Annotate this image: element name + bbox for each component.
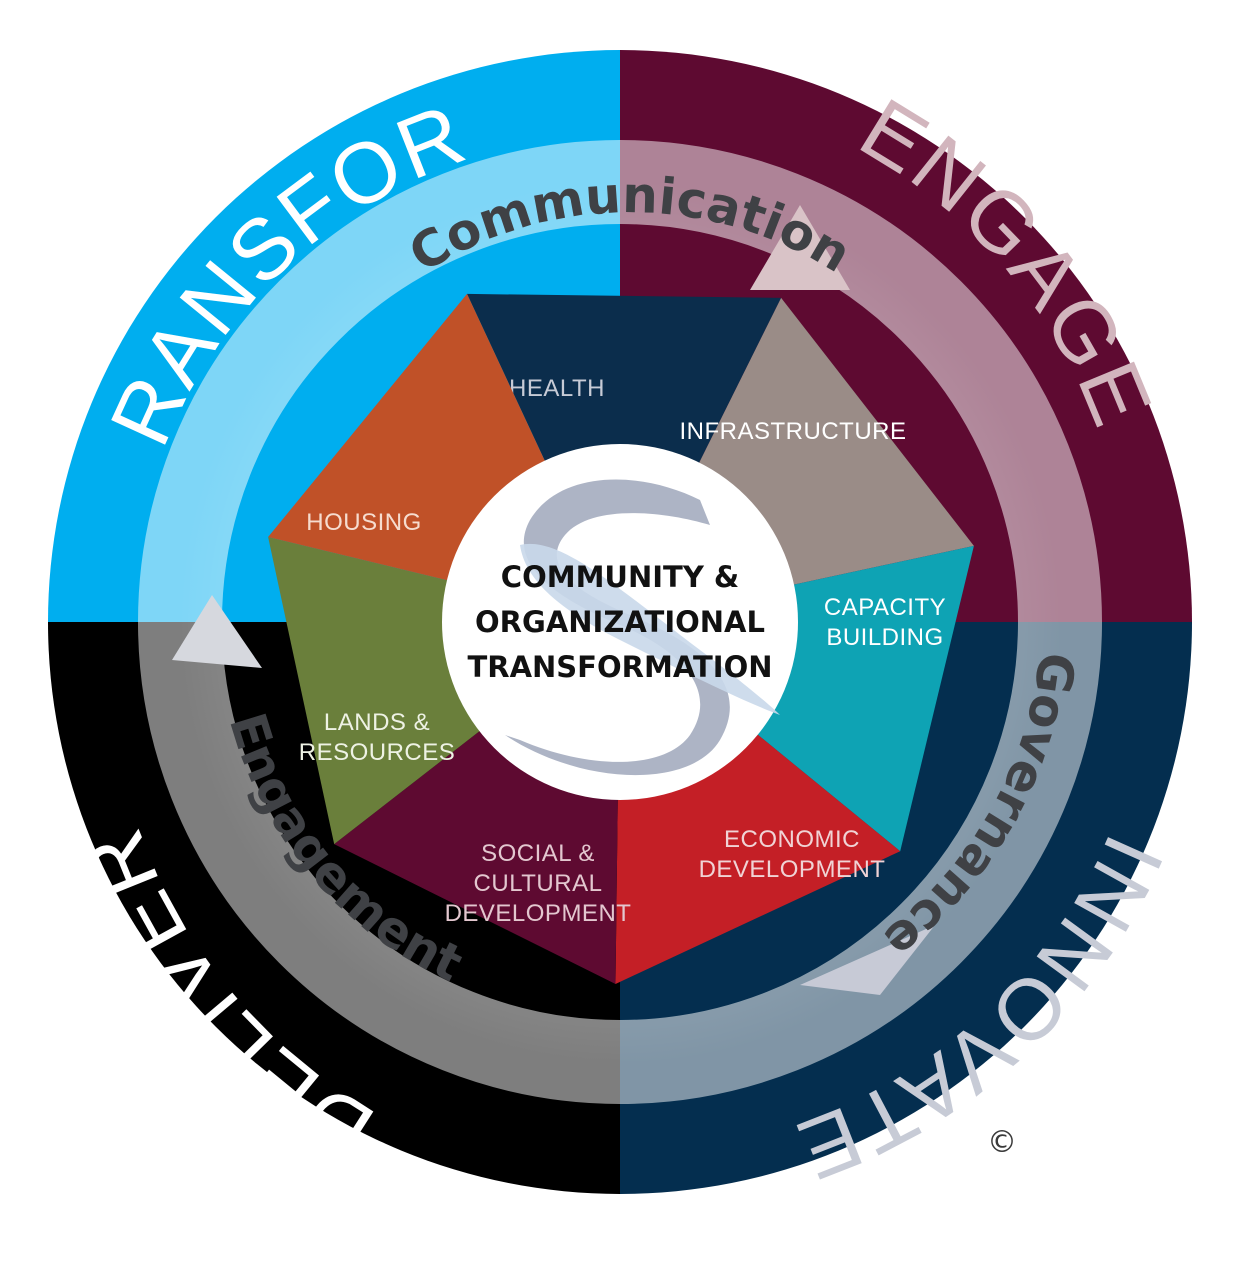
s-logo [505,479,730,776]
center-title-line-3: TRANSFORMATION [467,650,772,684]
copyright-mark: © [987,1125,1017,1160]
center-title-line-1: COMMUNITY & [501,560,739,594]
sector-label-social-3: DEVELOPMENT [445,900,632,927]
sector-label-social-1: SOCIAL & [481,840,595,867]
sector-label-lands-2: RESOURCES [299,739,456,766]
arrow-head-communication [750,205,850,290]
feather-icon [520,543,780,715]
sector-label-capacity-2: BUILDING [826,624,943,651]
sector-label-social-2: CULTURAL [474,870,603,897]
ring-band [138,140,1102,1104]
sector-label-lands-1: LANDS & [324,709,430,736]
sector-label-economic-1: ECONOMIC [724,826,860,853]
center-title-line-2: ORGANIZATIONAL [475,605,765,639]
arrow-head-engagement [172,595,262,668]
arrow-head-governance [800,925,935,995]
sector-label-economic-2: DEVELOPMENT [699,856,886,883]
sector-label-infrastructure-1: INFRASTRUCTURE [680,418,907,445]
sector-label-housing-1: HOUSING [306,509,422,536]
sector-label-health-1: HEALTH [509,375,605,402]
sector-label-capacity-1: CAPACITY [824,594,946,621]
